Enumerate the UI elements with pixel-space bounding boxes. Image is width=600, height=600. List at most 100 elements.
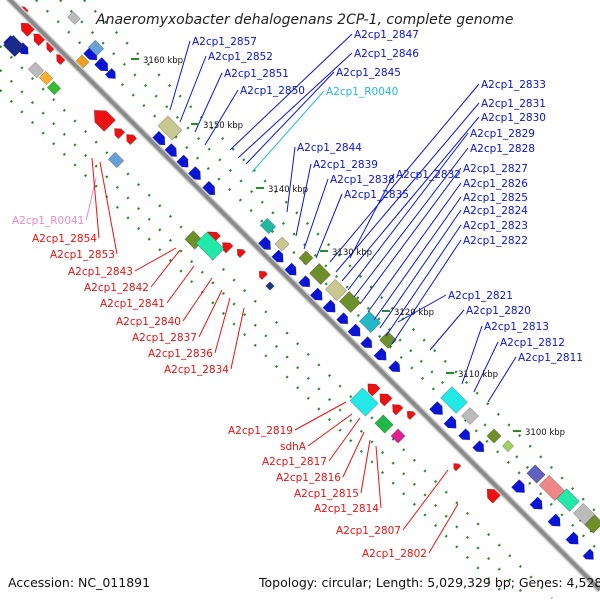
gene-label[interactable]: A2cp1_2822 (463, 235, 528, 247)
gene-label[interactable]: A2cp1_2852 (208, 51, 273, 63)
gene-label[interactable]: A2cp1_2807 (336, 525, 401, 537)
gene-label[interactable]: A2cp1_2812 (500, 337, 565, 349)
forward-gene-arrow (104, 67, 116, 79)
gene-label[interactable]: A2cp1_2843 (68, 266, 133, 278)
gene-label[interactable]: A2cp1_2830 (481, 112, 546, 124)
gene-label[interactable]: A2cp1_2820 (466, 305, 531, 317)
gene-label[interactable]: A2cp1_2836 (148, 348, 213, 360)
forward-gene-arrow-shape (347, 323, 361, 337)
leader-line (303, 178, 329, 250)
gene-label[interactable]: A2cp1_2844 (297, 142, 362, 154)
forward-gene-arrow (347, 323, 361, 337)
feature-block-rect (324, 278, 348, 302)
gene-label[interactable]: A2cp1_2825 (463, 192, 528, 204)
forward-gene-arrow (360, 336, 373, 349)
reverse-gene-arrow-shape (392, 404, 404, 416)
gene-label[interactable]: A2cp1_2857 (192, 36, 257, 48)
gene-label[interactable]: A2cp1_2817 (262, 456, 327, 468)
gene-label[interactable]: A2cp1_2851 (224, 68, 289, 80)
feature-block (87, 39, 105, 57)
gene-label[interactable]: A2cp1_2821 (448, 290, 513, 302)
forward-gene-arrow-shape (529, 496, 543, 510)
forward-gene-arrow (388, 360, 401, 373)
feature-block-rect (107, 151, 125, 169)
forward-gene-arrow (309, 287, 323, 301)
forward-gene-arrow (443, 415, 457, 429)
reverse-gene-arrow (114, 128, 126, 140)
feature-block-rect (526, 464, 546, 484)
reverse-gene-arrow-shape (367, 383, 381, 397)
gene-label[interactable]: A2cp1_2840 (116, 316, 181, 328)
gene-label[interactable]: A2cp1_2835 (344, 189, 409, 201)
gene-label[interactable]: A2cp1_2847 (354, 29, 419, 41)
gene-label[interactable]: A2cp1_2811 (518, 352, 583, 364)
kbp-tick-label: 3120 kbp (394, 308, 434, 318)
gene-label[interactable]: A2cp1_2841 (100, 298, 165, 310)
guide-dots (0, 89, 509, 599)
forward-gene-arrow (94, 57, 109, 72)
forward-gene-arrow-shape (429, 401, 443, 415)
reverse-gene-arrow-shape (114, 128, 126, 140)
gene-label[interactable]: A2cp1_2853 (50, 249, 115, 261)
leader-line (315, 193, 343, 259)
gene-label[interactable]: A2cp1_R0041 (12, 215, 84, 227)
reverse-gene-arrow-shape (379, 393, 393, 407)
feature-block (349, 387, 379, 417)
feature-block (572, 502, 596, 526)
leader-line (353, 147, 469, 298)
gene-label[interactable]: A2cp1_2854 (32, 233, 97, 245)
feature-block (67, 11, 81, 25)
leader-line (342, 431, 365, 478)
gene-label[interactable]: A2cp1_R0040 (326, 86, 398, 98)
leader-line (182, 277, 213, 322)
gene-label[interactable]: A2cp1_2824 (463, 205, 528, 217)
leader-line (245, 71, 335, 165)
gene-labels[interactable]: A2cp1_2857A2cp1_2852A2cp1_2851A2cp1_2850… (12, 29, 583, 560)
gene-label[interactable]: A2cp1_2831 (481, 98, 546, 110)
forward-gene-arrow-shape (298, 275, 311, 288)
leader-line (99, 161, 118, 255)
reverse-gene-arrow-shape (236, 248, 247, 259)
gene-label[interactable]: A2cp1_2838 (330, 174, 395, 186)
leader-line (359, 167, 462, 305)
gene-label[interactable]: A2cp1_2839 (313, 159, 378, 171)
gene-label[interactable]: A2cp1_2832 (396, 169, 461, 181)
leader-line (397, 294, 447, 323)
gene-label[interactable]: A2cp1_2829 (470, 128, 535, 140)
leader-line (341, 116, 480, 282)
backbone-line (7, 0, 600, 592)
gene-label[interactable]: A2cp1_2850 (240, 85, 305, 97)
gene-label[interactable]: A2cp1_2837 (132, 332, 197, 344)
gene-label[interactable]: A2cp1_2826 (463, 178, 528, 190)
gene-label[interactable]: A2cp1_2814 (314, 503, 379, 515)
feature-block-rect (157, 115, 183, 141)
leader-line (360, 439, 371, 494)
forward-gene-arrow-shape (104, 67, 116, 79)
feature-block-rect (67, 11, 81, 25)
gene-label[interactable]: A2cp1_2846 (354, 48, 419, 60)
gene-label[interactable]: A2cp1_2834 (164, 364, 229, 376)
feature-block-rect (556, 488, 580, 512)
genome-stats-text: Topology: circular; Length: 5,029,329 bp… (258, 575, 600, 590)
gene-label[interactable]: A2cp1_2842 (84, 282, 149, 294)
gene-label[interactable]: A2cp1_2833 (481, 79, 546, 91)
gene-label[interactable]: A2cp1_2819 (228, 425, 293, 437)
gene-label[interactable]: A2cp1_2816 (276, 472, 341, 484)
gene-label[interactable]: A2cp1_2827 (463, 163, 528, 175)
feature-block-rect (338, 290, 362, 314)
gene-label[interactable]: A2cp1_2823 (463, 220, 528, 232)
leader-line (349, 173, 395, 259)
gene-label[interactable]: A2cp1_2828 (470, 143, 535, 155)
gene-label[interactable]: sdhA (280, 441, 307, 453)
gene-label[interactable]: A2cp1_2845 (336, 67, 401, 79)
gene-label[interactable]: A2cp1_2815 (294, 488, 359, 500)
kbp-tick-label: 3140 kbp (268, 185, 308, 195)
forward-gene-arrow-shape (582, 548, 594, 560)
forward-gene-arrow (322, 299, 336, 313)
guide-dots (83, 0, 600, 517)
gene-label[interactable]: A2cp1_2813 (484, 321, 549, 333)
leader-line (375, 445, 382, 509)
gene-label[interactable]: A2cp1_2802 (362, 548, 427, 560)
